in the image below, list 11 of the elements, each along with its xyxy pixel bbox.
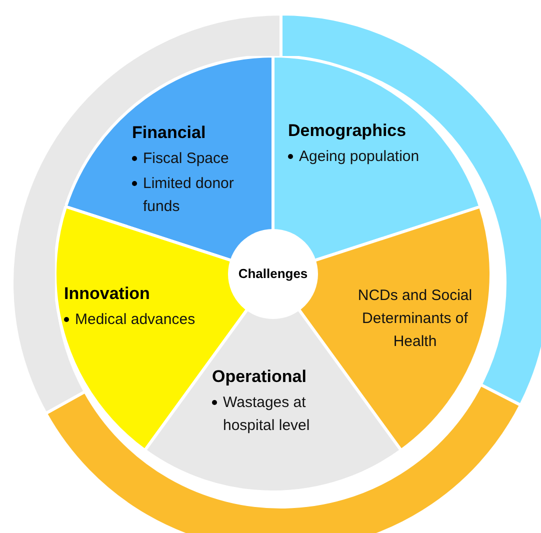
segment-heading: Innovation	[64, 283, 150, 305]
segment-heading: Operational	[212, 366, 306, 388]
center-label: Challenges	[238, 265, 308, 284]
bullet-text: Ageing population	[299, 147, 420, 167]
segment-heading: Financial	[132, 122, 206, 144]
segment-text: NCDs and Social Determinants of Health	[356, 286, 474, 352]
bullet-text: Limited donor funds	[143, 174, 235, 217]
bullet-text: Fiscal Space	[143, 149, 229, 169]
bullet-text: Wastages at hospital level	[223, 393, 311, 436]
segment-heading: Demographics	[288, 120, 406, 142]
bullet-text: Medical advances	[75, 310, 196, 330]
